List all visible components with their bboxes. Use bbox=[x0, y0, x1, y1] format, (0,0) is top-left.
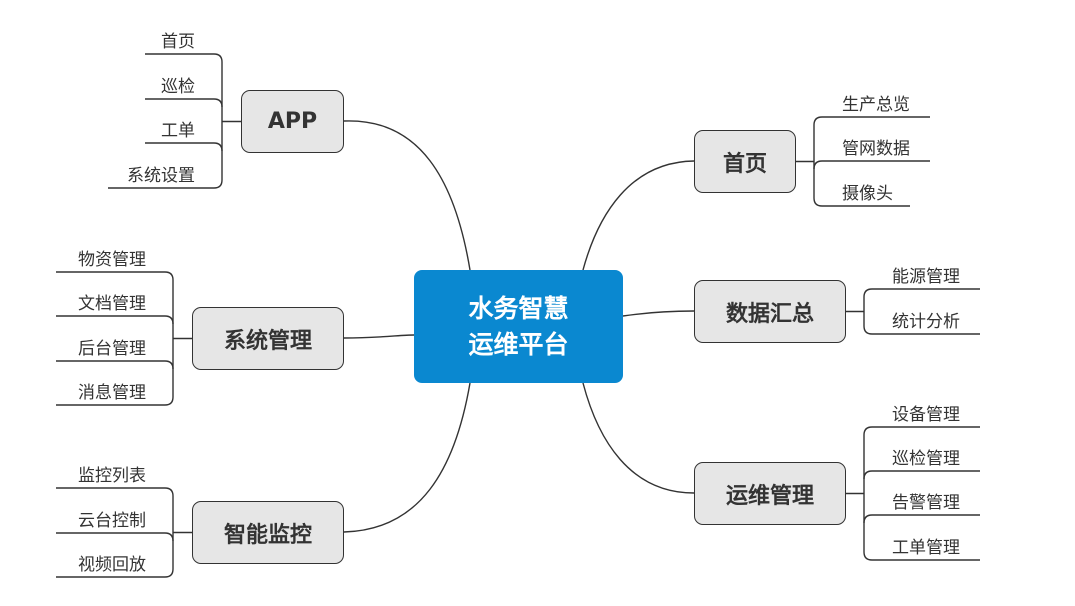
branch-connector bbox=[582, 160, 695, 271]
branch-node[interactable]: 智能监控 bbox=[192, 501, 344, 564]
leaf-underline bbox=[56, 532, 174, 542]
bracket bbox=[164, 487, 174, 578]
bracket bbox=[813, 116, 823, 207]
bracket bbox=[863, 426, 873, 561]
leaf-topic[interactable]: 文档管理 bbox=[78, 294, 146, 314]
leaf-topic[interactable]: 视频回放 bbox=[78, 555, 146, 575]
central-topic-line2: 运维平台 bbox=[468, 329, 569, 359]
branch-node[interactable]: 首页 bbox=[694, 130, 796, 193]
leaf-underline bbox=[145, 98, 223, 108]
leaf-topic[interactable]: 生产总览 bbox=[842, 95, 910, 115]
leaf-topic[interactable]: 系统设置 bbox=[127, 166, 195, 186]
leaf-topic[interactable]: 工单 bbox=[161, 121, 195, 141]
leaf-topic[interactable]: 告警管理 bbox=[892, 493, 960, 513]
leaf-topic[interactable]: 监控列表 bbox=[78, 466, 146, 486]
leaf-topic[interactable]: 统计分析 bbox=[892, 312, 960, 332]
leaf-topic[interactable]: 能源管理 bbox=[892, 267, 960, 287]
leaf-topic[interactable]: 管网数据 bbox=[842, 139, 910, 159]
leaf-topic[interactable]: 物资管理 bbox=[78, 250, 146, 270]
leaf-underline bbox=[863, 470, 980, 480]
leaf-underline bbox=[813, 160, 930, 170]
central-topic-line1: 水务智慧 bbox=[468, 293, 569, 323]
branch-connector bbox=[343, 120, 471, 271]
branch-node[interactable]: 运维管理 bbox=[694, 462, 846, 525]
leaf-topic[interactable]: 巡检 bbox=[161, 77, 195, 97]
leaf-topic[interactable]: 工单管理 bbox=[892, 538, 960, 558]
branch-node[interactable]: 系统管理 bbox=[192, 307, 344, 370]
bracket bbox=[213, 53, 223, 189]
branch-connector bbox=[343, 334, 415, 339]
central-topic[interactable]: 水务智慧 运维平台 bbox=[414, 270, 623, 383]
bracket bbox=[863, 288, 873, 335]
leaf-topic[interactable]: 巡检管理 bbox=[892, 449, 960, 469]
leaf-underline bbox=[56, 315, 174, 325]
leaf-topic[interactable]: 设备管理 bbox=[892, 405, 960, 425]
leaf-topic[interactable]: 摄像头 bbox=[842, 184, 893, 204]
leaf-underline bbox=[56, 360, 174, 370]
leaf-topic[interactable]: 首页 bbox=[161, 32, 195, 52]
leaf-topic[interactable]: 后台管理 bbox=[78, 339, 146, 359]
branch-node[interactable]: APP bbox=[241, 90, 344, 153]
branch-connector bbox=[343, 382, 471, 533]
leaf-topic[interactable]: 消息管理 bbox=[78, 383, 146, 403]
branch-node[interactable]: 数据汇总 bbox=[694, 280, 846, 343]
branch-connector bbox=[582, 382, 695, 494]
leaf-underline bbox=[863, 514, 980, 524]
leaf-topic[interactable]: 云台控制 bbox=[78, 511, 146, 531]
bracket bbox=[164, 271, 174, 406]
leaf-underline bbox=[145, 142, 223, 152]
branch-connector bbox=[622, 310, 695, 317]
